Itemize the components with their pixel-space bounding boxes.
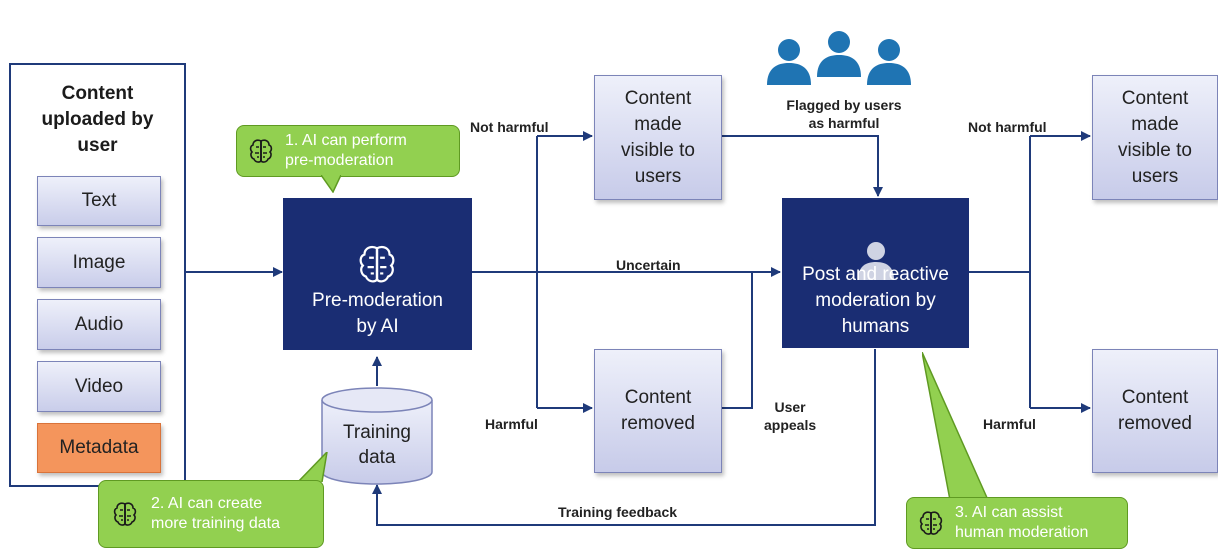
users-group-icon — [765, 30, 915, 93]
postmoderation-label: Post and reactive moderation by humans — [802, 264, 949, 337]
postmoderation-box: Post and reactive moderation by humans — [782, 198, 969, 348]
label-not-harmful-2: Not harmful — [968, 119, 1047, 135]
type-image: Image — [37, 237, 161, 288]
training-data-label: Training data — [343, 422, 411, 468]
label-harmful-1: Harmful — [485, 416, 538, 432]
callout-1: 1. AI can perform pre-moderation — [236, 125, 460, 193]
arrow-training-feedback — [372, 349, 876, 526]
callout-2: 2. AI can create more training data — [98, 452, 328, 548]
source-panel: Content uploaded by user Text Image Audi… — [9, 63, 186, 487]
brain-icon — [355, 216, 399, 294]
database-icon — [321, 387, 433, 485]
callout-3: 3. AI can assist human moderation — [906, 352, 1128, 549]
content-removed-box-1: Content removed — [594, 349, 722, 473]
content-visible-box-1: Content made visible to users — [594, 75, 722, 200]
label-flagged: Flagged by users as harmful — [786, 97, 902, 131]
callout-2-text: 2. AI can create more training data — [151, 495, 280, 532]
source-title: Content uploaded by user — [41, 83, 154, 156]
brain-icon — [917, 509, 945, 537]
type-text: Text — [37, 176, 161, 226]
premoderation-label: Pre-moderation by AI — [312, 290, 443, 337]
label-uncertain: Uncertain — [616, 257, 681, 273]
arrow-flagged — [722, 135, 883, 197]
type-metadata: Metadata — [37, 423, 161, 473]
training-data: Training data — [320, 386, 434, 486]
brain-icon — [111, 500, 139, 528]
type-video: Video — [37, 361, 161, 412]
label-not-harmful-1: Not harmful — [470, 119, 549, 135]
content-visible-box-2: Content made visible to users — [1092, 75, 1218, 200]
premoderation-box: Pre-moderation by AI — [283, 198, 472, 350]
callout-3-text: 3. AI can assist human moderation — [955, 504, 1089, 541]
type-audio: Audio — [37, 299, 161, 350]
content-removed-box-2: Content removed — [1092, 349, 1218, 473]
label-harmful-2: Harmful — [983, 416, 1036, 432]
brain-icon — [247, 137, 275, 165]
person-icon — [854, 214, 898, 288]
label-user-appeals: User appeals — [764, 399, 817, 433]
label-training-feedback: Training feedback — [558, 504, 678, 520]
callout-1-text: 1. AI can perform pre-moderation — [285, 132, 407, 169]
line-user-appeals — [722, 272, 753, 409]
